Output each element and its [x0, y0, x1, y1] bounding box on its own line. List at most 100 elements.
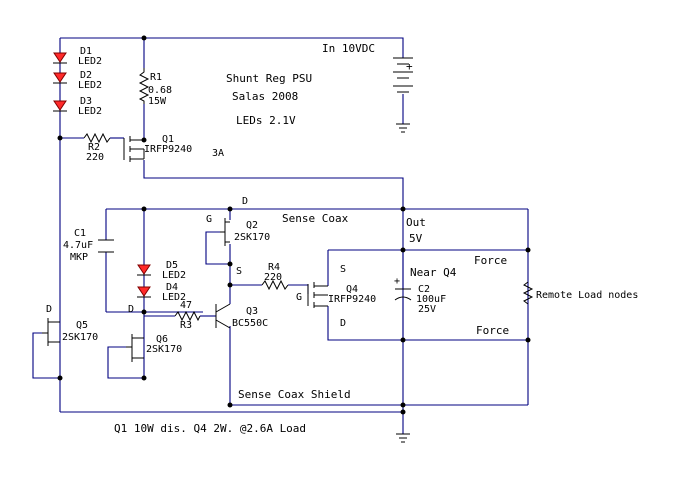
c1-ref: C1 — [74, 228, 86, 239]
junction-dot — [525, 337, 531, 343]
wire-q1-drain — [143, 160, 404, 412]
resistor-remote-load — [522, 281, 534, 305]
r4-ref: R4 — [268, 262, 280, 273]
d4-ref: D4 — [166, 282, 178, 293]
junction-dot — [141, 309, 147, 315]
q1-extra: 3A — [212, 148, 224, 159]
junction-dot — [400, 247, 406, 253]
junction-dot — [227, 261, 233, 267]
q6-val: 2SK170 — [146, 344, 182, 355]
c2-plus: + — [394, 276, 400, 287]
capacitor-c1 — [98, 239, 114, 253]
q1-val: IRFP9240 — [144, 144, 192, 155]
ground-symbol-bottom — [396, 433, 410, 443]
wire-q4-drain — [327, 306, 528, 341]
junction-dot — [400, 206, 406, 212]
q5-val: 2SK170 — [62, 332, 98, 343]
ground-symbol-top — [396, 123, 410, 133]
q2-ref: Q2 — [246, 220, 258, 231]
battery-symbol — [393, 57, 413, 93]
led-d4 — [137, 286, 151, 298]
junction-dot — [227, 402, 233, 408]
pin-s-q4: S — [340, 264, 346, 275]
mosfet-q4 — [307, 282, 328, 308]
c1-val: 4.7uF — [63, 240, 93, 251]
d2-ref: D2 — [80, 70, 92, 81]
q6-ref: Q6 — [156, 334, 168, 345]
d5-val: LED2 — [162, 270, 186, 281]
pin-d-q4: D — [340, 318, 346, 329]
junction-dot — [57, 135, 63, 141]
d4-val: LED2 — [162, 292, 186, 303]
resistor-r4 — [261, 279, 289, 291]
r2-val: 220 — [86, 152, 104, 163]
pin-g-q4: G — [296, 292, 302, 303]
c2-ref: C2 — [418, 284, 430, 295]
wire-q2-gate-loop — [205, 231, 230, 265]
jfet-q5 — [42, 318, 60, 346]
out-voltage: 5V — [409, 232, 423, 245]
led-d5 — [137, 264, 151, 276]
battery-plus: + — [406, 60, 413, 73]
junction-dot — [141, 35, 147, 41]
footer-note: Q1 10W dis. Q4 2W. @2.6A Load — [114, 422, 306, 435]
diagram-title: Shunt Reg PSU — [226, 72, 312, 85]
led-note: LEDs 2.1V — [236, 114, 296, 127]
jfet-q2 — [220, 218, 230, 246]
c2-val2: 25V — [418, 304, 436, 315]
r3-ref: R3 — [180, 320, 192, 331]
r3-val: 47 — [180, 300, 192, 311]
junction-dot — [400, 337, 406, 343]
led-d1 — [53, 52, 67, 64]
r2-ref: R2 — [88, 142, 100, 153]
d2-val: LED2 — [78, 80, 102, 91]
d3-val: LED2 — [78, 106, 102, 117]
remote-load-label: Remote Load nodes — [536, 290, 638, 301]
led-d3 — [53, 100, 67, 112]
d5-ref: D5 — [166, 260, 178, 271]
resistor-r1 — [138, 68, 150, 104]
mosfet-q1 — [123, 136, 145, 162]
r1-val2: 15W — [148, 96, 167, 107]
resistor-r3 — [174, 310, 201, 322]
r4-val: 220 — [264, 272, 282, 283]
force-top-label: Force — [474, 254, 507, 267]
junction-dot — [141, 206, 147, 212]
d1-val: LED2 — [78, 56, 102, 67]
wire-q6-loop — [107, 346, 144, 379]
c2-val: 100uF — [416, 294, 446, 305]
pin-d-q5: D — [46, 304, 52, 315]
r1-val: 0.68 — [148, 85, 172, 96]
junction-dot — [400, 409, 406, 415]
q3-ref: Q3 — [246, 306, 258, 317]
junctions — [57, 35, 531, 415]
jfet-q6 — [126, 334, 144, 362]
resistor-r2 — [83, 132, 111, 144]
q2-val: 2SK170 — [234, 232, 270, 243]
sense-coax-shield-label: Sense Coax Shield — [238, 388, 351, 401]
junction-dot — [141, 375, 147, 381]
labels: In 10VDC + Shunt Reg PSU Salas 2008 LEDs… — [46, 42, 638, 435]
d1-ref: D1 — [80, 46, 92, 57]
q1-ref: Q1 — [162, 134, 174, 145]
r1-ref: R1 — [150, 72, 162, 83]
force-bottom-label: Force — [476, 324, 509, 337]
near-q4-label: Near Q4 — [410, 266, 457, 279]
c1-val2: MKP — [70, 252, 88, 263]
bjt-q3 — [215, 303, 231, 329]
q3-val: BC550C — [232, 318, 268, 329]
author-label: Salas 2008 — [232, 90, 298, 103]
sense-coax-label: Sense Coax — [282, 212, 349, 225]
junction-dot — [227, 282, 233, 288]
pin-d-q1: D — [242, 196, 248, 207]
q5-ref: Q5 — [76, 320, 88, 331]
wire-q5-loop — [32, 332, 60, 379]
capacitor-c2 — [394, 288, 412, 301]
led-d2 — [53, 72, 67, 84]
out-label: Out — [406, 216, 426, 229]
q4-ref: Q4 — [346, 284, 358, 295]
pin-d-q6: D — [128, 304, 134, 315]
junction-dot — [400, 402, 406, 408]
input-label: In 10VDC — [322, 42, 375, 55]
